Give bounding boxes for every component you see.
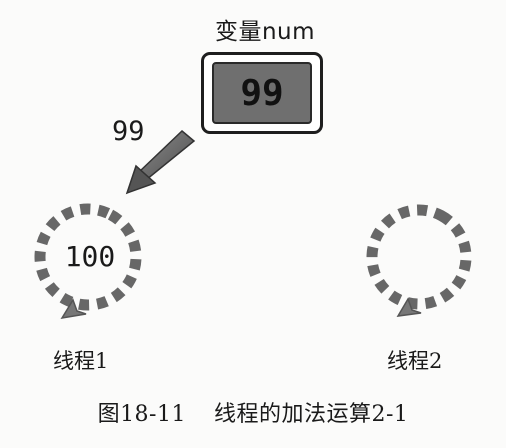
thread1-cycle-arrow-icon	[60, 298, 87, 320]
thread1-value: 100	[64, 240, 116, 273]
read-arrow-value: 99	[112, 116, 145, 147]
read-arrow	[125, 129, 196, 195]
figure-number: 图18-11	[97, 402, 186, 427]
variable-title: 变量num	[214, 19, 316, 45]
thread2-label: 线程2	[387, 349, 443, 373]
figure-caption: 图18-11 线程的加法运算2-1	[0, 396, 506, 428]
variable-value: 99	[212, 62, 312, 124]
thread2-cycle-arrow-icon	[396, 297, 422, 317]
thread1-label: 线程1	[53, 349, 109, 373]
thread1-ring	[34, 203, 142, 320]
variable-box: 99	[201, 52, 323, 134]
figure-title: 线程的加法运算2-1	[214, 402, 409, 427]
thread2-ring	[366, 204, 472, 317]
